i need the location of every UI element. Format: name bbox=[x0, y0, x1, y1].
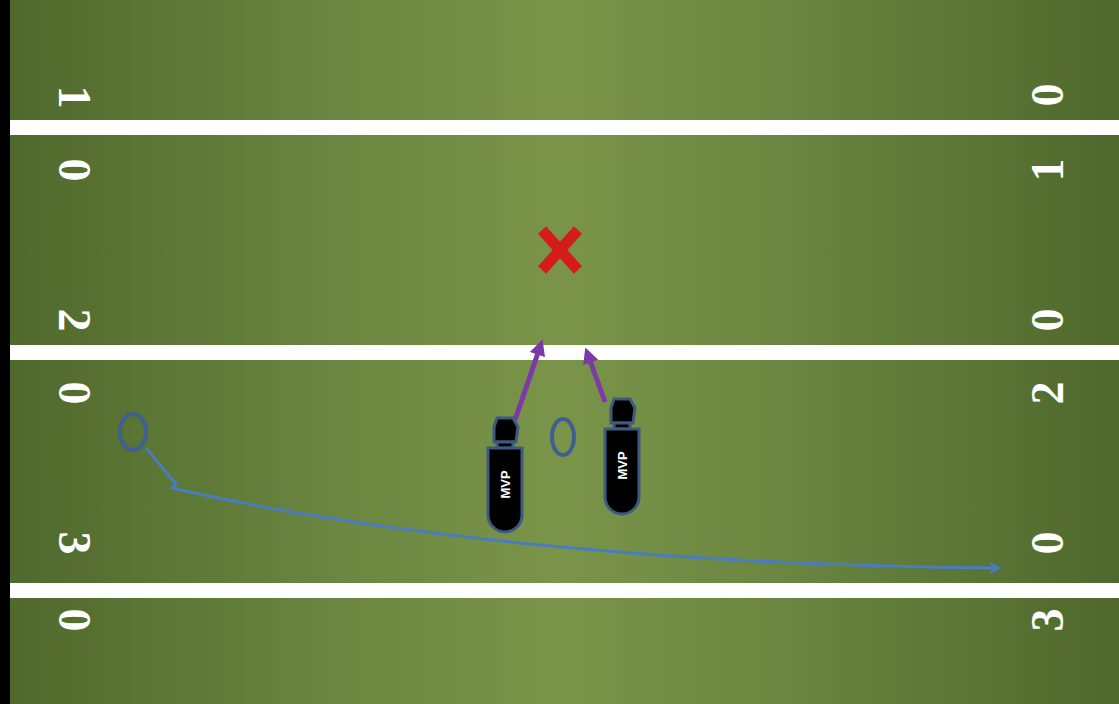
yard-line bbox=[10, 345, 1119, 360]
yard-line bbox=[10, 120, 1119, 135]
yard-number: 0 bbox=[50, 159, 96, 182]
yard-line bbox=[10, 583, 1119, 598]
yard-number: 1 bbox=[1024, 159, 1070, 182]
yard-number: 0 bbox=[50, 382, 96, 405]
yard-number: 2 bbox=[50, 309, 96, 332]
yard-number: 0 bbox=[50, 609, 96, 632]
player-circle bbox=[120, 414, 146, 450]
yard-number: 0 bbox=[1024, 309, 1070, 332]
yard-number: 1 bbox=[50, 86, 96, 109]
tackling-dummy bbox=[488, 418, 522, 532]
yard-number: 0 bbox=[1024, 532, 1070, 555]
dummy-logo: MVP bbox=[615, 451, 628, 479]
player-circle bbox=[552, 419, 574, 455]
player-route bbox=[515, 347, 540, 420]
yard-number: 2 bbox=[1024, 382, 1070, 405]
target-x bbox=[542, 230, 578, 270]
player-route bbox=[146, 448, 998, 568]
yard-number: 3 bbox=[1024, 609, 1070, 632]
player-route bbox=[588, 355, 605, 402]
yard-number: 0 bbox=[1024, 84, 1070, 107]
tackling-dummy bbox=[605, 399, 639, 514]
sideline-border bbox=[0, 0, 10, 704]
dummy-logo: MVP bbox=[498, 470, 511, 498]
yard-number: 3 bbox=[50, 532, 96, 555]
